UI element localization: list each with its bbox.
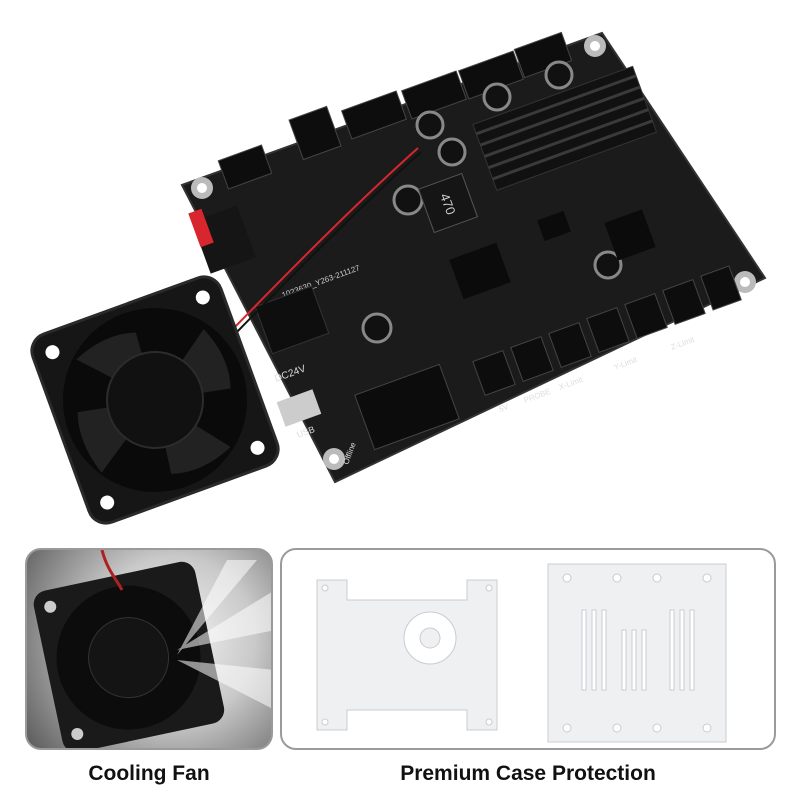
y-limit-label: Y-Limit [613, 355, 640, 372]
controller-board: 470 1023630_Y263-211127 DC24V USB Offlin… [180, 31, 767, 484]
case-bottom-plate [547, 563, 727, 743]
cooling-fan-closeup [33, 550, 271, 748]
cooling-fan-panel [25, 548, 273, 750]
case-protection-caption: Premium Case Protection [400, 762, 656, 785]
controller-board-photo: 470 1023630_Y263-211127 DC24V USB Offlin… [30, 31, 767, 525]
acrylic-case-panel [280, 548, 776, 750]
5v-label: 5V [498, 402, 511, 414]
case-top-plate [316, 579, 498, 731]
inductor-label: 470 [437, 191, 459, 217]
cooling-fan-caption: Cooling Fan [88, 762, 210, 785]
x-limit-label: X-Limit [558, 375, 585, 392]
z-limit-label: Z-Limit [670, 335, 697, 352]
acrylic-case-plates [316, 563, 727, 743]
cooling-fan [30, 275, 280, 525]
